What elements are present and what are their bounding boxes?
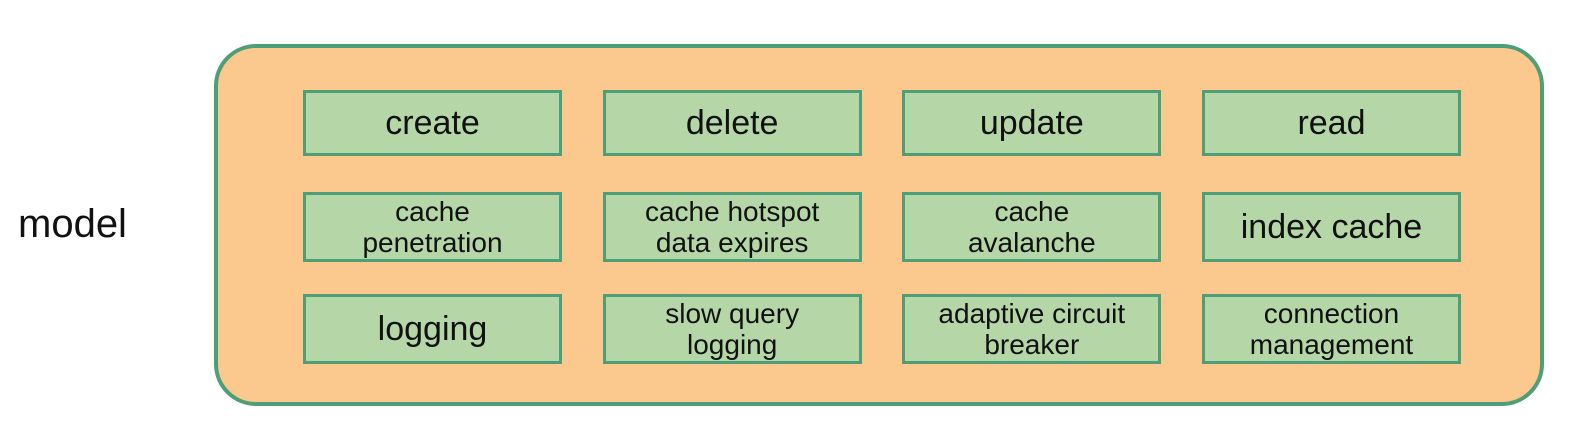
node-adaptive-circuit-breaker[interactable]: adaptive circuit breaker	[902, 294, 1162, 364]
node-row: logging slow query logging adaptive circ…	[303, 294, 1461, 364]
node-cache-penetration[interactable]: cache penetration	[303, 192, 562, 262]
node-delete[interactable]: delete	[602, 90, 862, 156]
node-row: cache penetration cache hotspot data exp…	[303, 192, 1461, 262]
node-cache-hotspot-data-expires[interactable]: cache hotspot data expires	[602, 192, 862, 262]
node-row: create delete update read	[303, 90, 1461, 156]
node-update[interactable]: update	[902, 90, 1162, 156]
group-label-model: model	[18, 202, 127, 246]
node-slow-query-logging[interactable]: slow query logging	[602, 294, 862, 364]
node-grid: create delete update read cache penetrat…	[303, 90, 1461, 364]
node-cache-avalanche[interactable]: cache avalanche	[902, 192, 1162, 262]
node-index-cache[interactable]: index cache	[1201, 192, 1461, 262]
model-group-container: create delete update read cache penetrat…	[214, 44, 1544, 406]
node-create[interactable]: create	[303, 90, 562, 156]
node-read[interactable]: read	[1201, 90, 1461, 156]
node-connection-management[interactable]: connection management	[1201, 294, 1461, 364]
node-logging[interactable]: logging	[303, 294, 562, 364]
